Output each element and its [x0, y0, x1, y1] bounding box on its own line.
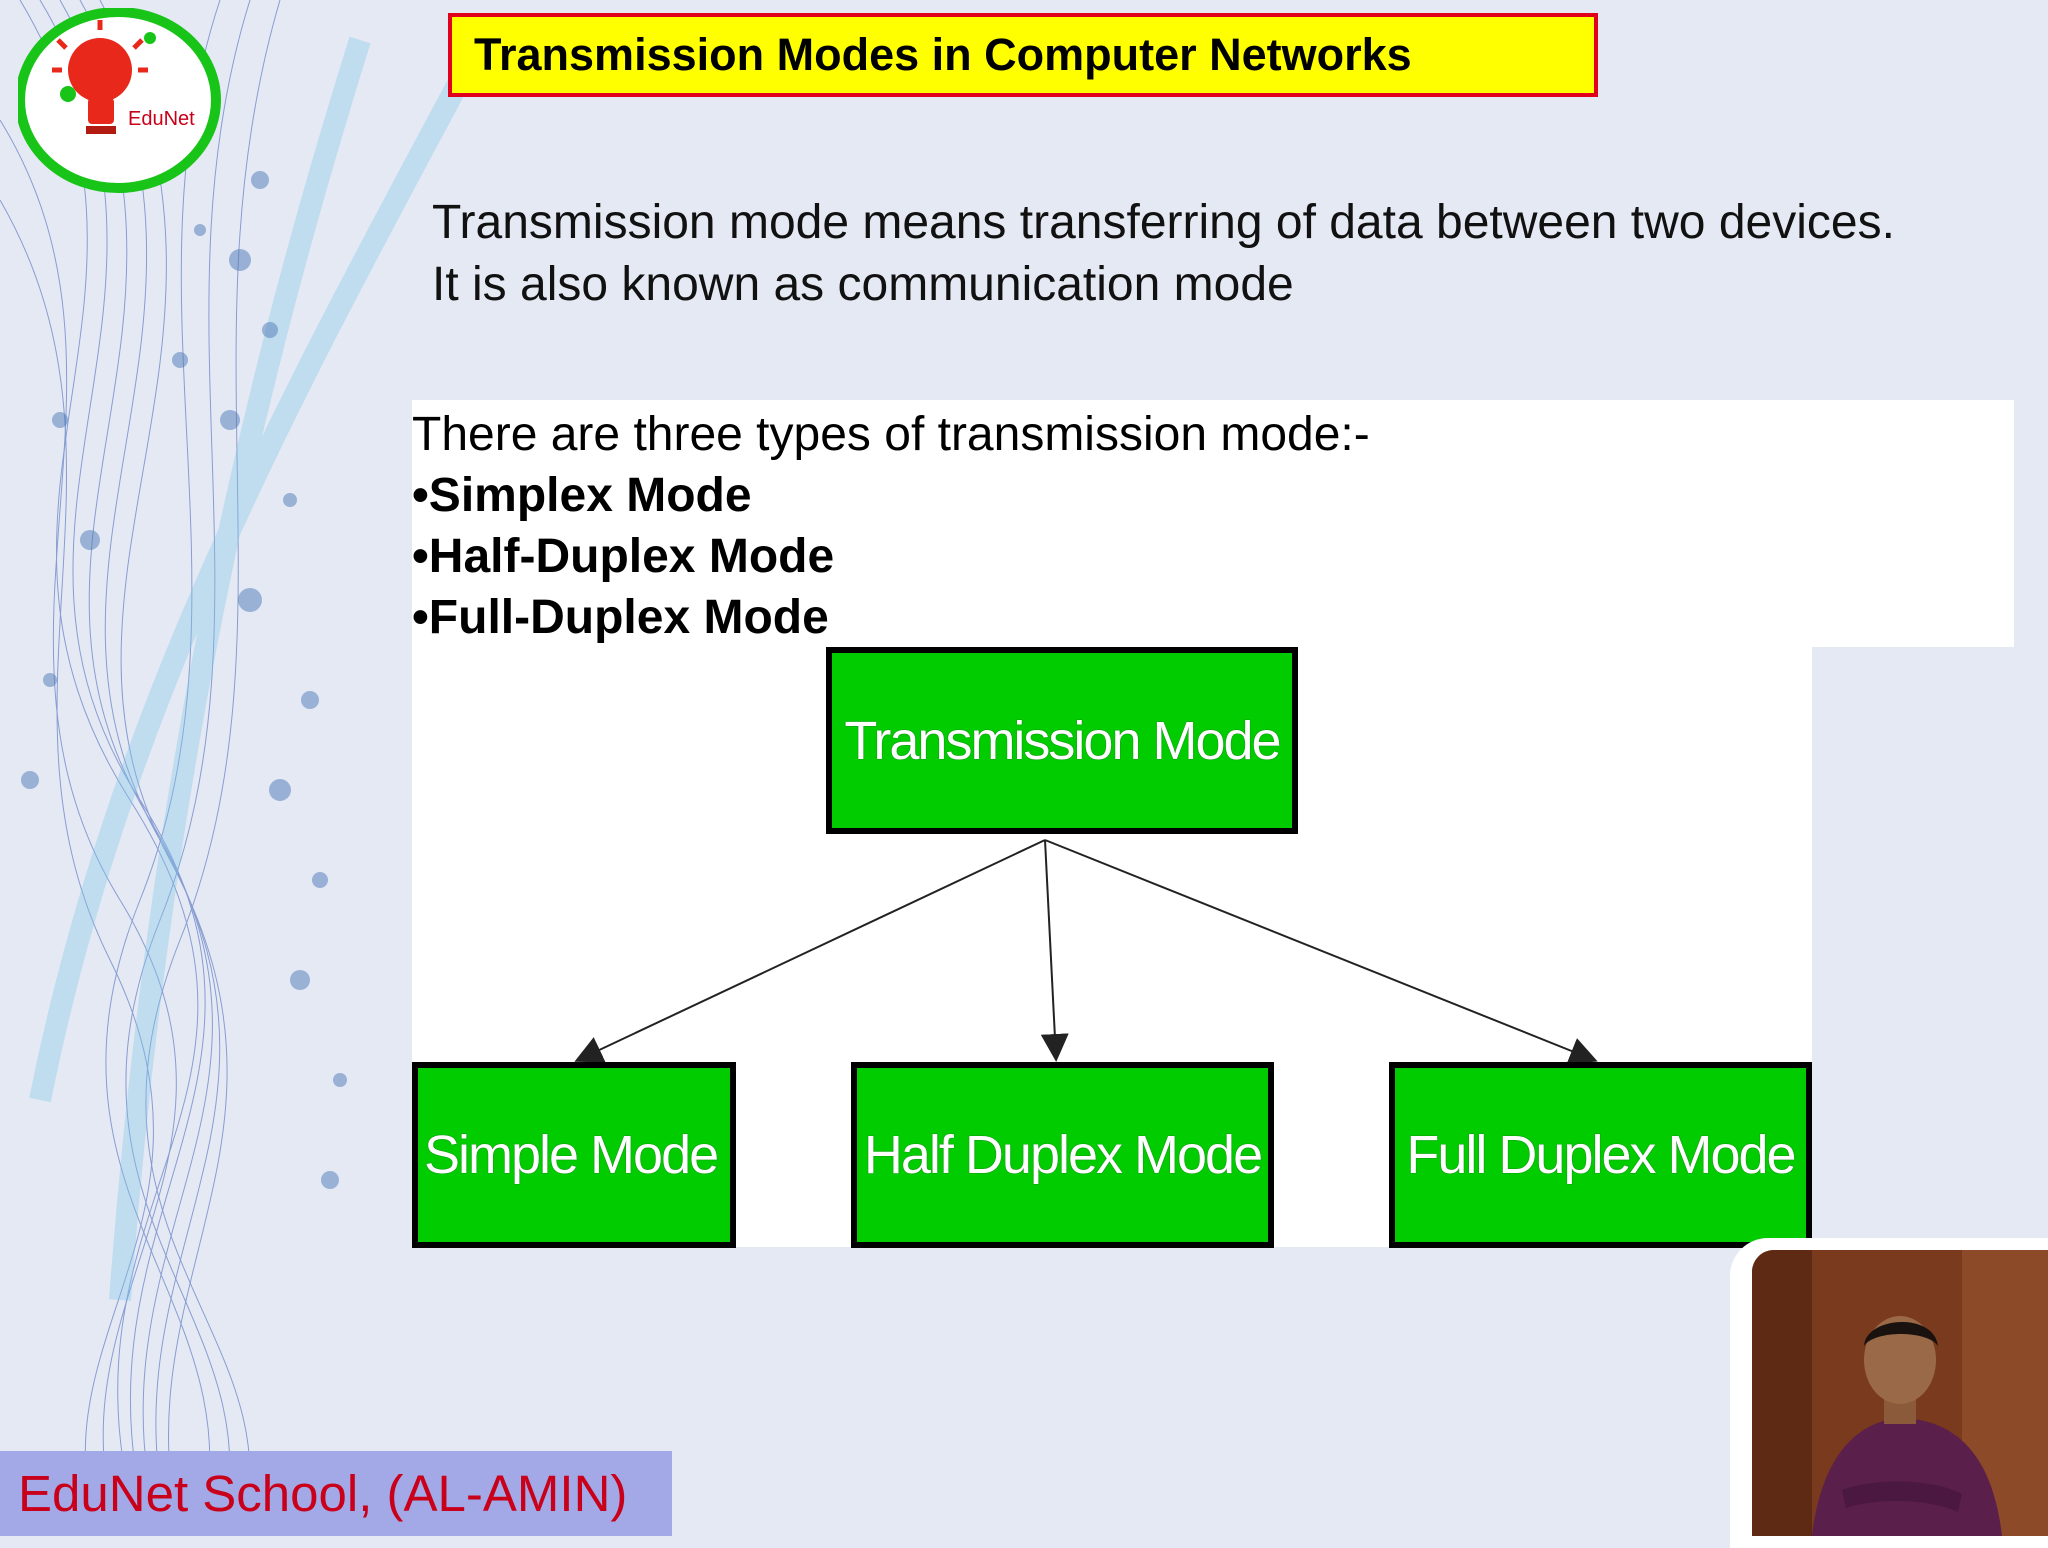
- node-label: Simple Mode: [424, 1125, 719, 1185]
- diagram-node-root: Transmission Mode: [826, 647, 1298, 834]
- list-item: •Half-Duplex Mode: [412, 530, 835, 583]
- types-panel: [412, 400, 2014, 647]
- diagram-node-simplex: Simple Mode: [412, 1062, 736, 1248]
- types-list: There are three types of transmission mo…: [412, 404, 1370, 648]
- intro-line: It is also known as communication mode: [432, 258, 1294, 311]
- list-item: •Full-Duplex Mode: [412, 591, 829, 644]
- presenter-photo: [1752, 1250, 2048, 1536]
- logo-text: EduNet: [128, 108, 195, 130]
- diagram-node-half-duplex: Half Duplex Mode: [851, 1062, 1274, 1248]
- types-heading: There are three types of transmission mo…: [412, 408, 1370, 461]
- footer-bar: EduNet School, (AL-AMIN): [0, 1451, 672, 1536]
- lightbulb-icon: [15, 7, 221, 193]
- slide-title-box: Transmission Modes in Computer Networks: [448, 13, 1598, 97]
- node-label: Half Duplex Mode: [863, 1125, 1263, 1185]
- footer-text: EduNet School, (AL-AMIN): [18, 1465, 628, 1522]
- slide-title: Transmission Modes in Computer Networks: [474, 29, 1412, 80]
- edunet-logo: EduNet: [15, 7, 228, 198]
- intro-text: Transmission mode means transferring of …: [432, 192, 2012, 316]
- diagram-node-full-duplex: Full Duplex Mode: [1389, 1062, 1812, 1248]
- intro-line: Transmission mode means transferring of …: [432, 196, 1895, 249]
- list-item: •Simplex Mode: [412, 469, 752, 522]
- node-label: Full Duplex Mode: [1406, 1125, 1796, 1185]
- node-label: Transmission Mode: [844, 710, 1281, 771]
- decorative-wave-background: [0, 0, 470, 1536]
